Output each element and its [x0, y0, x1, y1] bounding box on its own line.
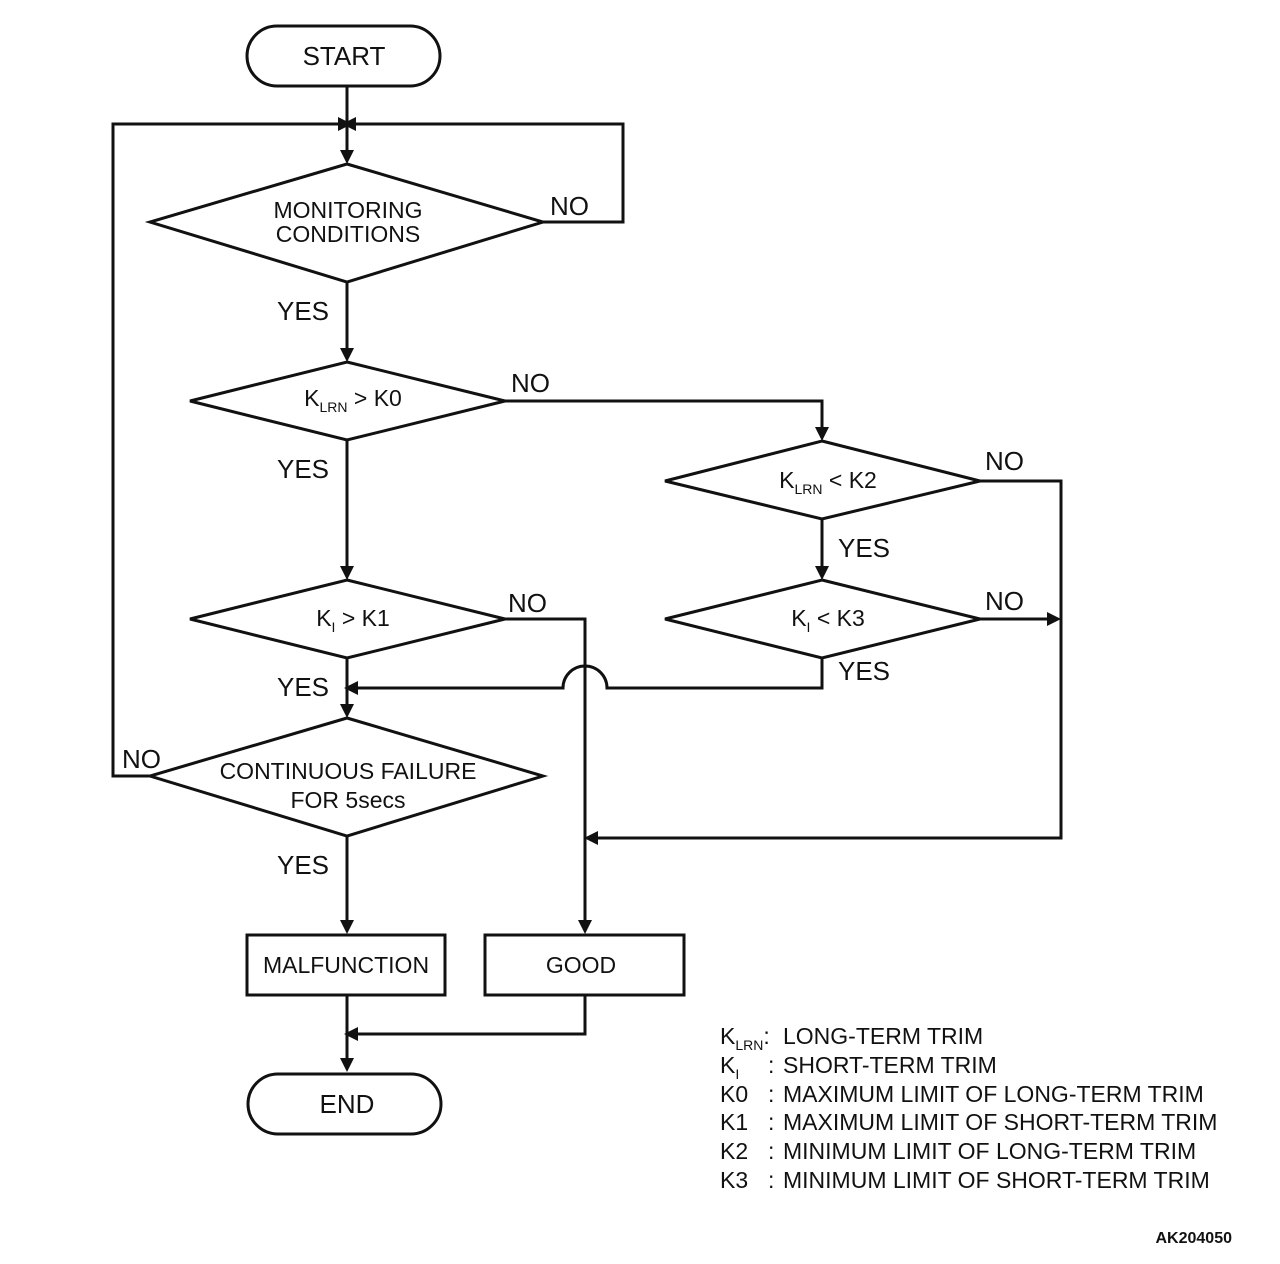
arrow-down-to-continuous: [340, 704, 354, 718]
legend-separator: :: [768, 1167, 774, 1193]
arrow-down-to-ki-k1: [340, 566, 354, 580]
arrowheads: [338, 117, 1061, 1072]
legend-symbol: K0: [720, 1081, 748, 1107]
continuous-line1: CONTINUOUS FAILURE: [220, 758, 477, 784]
arrow-down-to-monitoring: [340, 150, 354, 164]
arrow-down-to-good: [578, 920, 592, 934]
yes-label-monitoring: YES: [277, 296, 329, 326]
no-label-klrn-k0: NO: [511, 368, 550, 398]
legend-symbol: KLRN:: [720, 1023, 770, 1053]
arrow-down-to-malfunction: [340, 920, 354, 934]
legend-description: MAXIMUM LIMIT OF SHORT-TERM TRIM: [783, 1109, 1217, 1135]
yes-label-ki-k1: YES: [277, 672, 329, 702]
no-label-continuous: NO: [122, 744, 161, 774]
yes-label-klrn-k0: YES: [277, 454, 329, 484]
monitoring-line1: MONITORING: [273, 197, 422, 223]
arrow-right-to-rail: [1047, 612, 1061, 626]
legend-separator: :: [768, 1138, 774, 1164]
good-label: GOOD: [546, 952, 616, 978]
decision-ki-lt-k3: KI < K3: [664, 578, 981, 660]
start-terminal: START: [245, 24, 442, 88]
branch-labels: NO YES NO YES NO YES NO NO YES YES NO YE…: [122, 191, 1024, 880]
legend-row: KI : SHORT-TERM TRIM: [720, 1052, 997, 1082]
legend-row: K2 : MINIMUM LIMIT OF LONG-TERM TRIM: [720, 1138, 1196, 1164]
no-label-ki-k3: NO: [985, 586, 1024, 616]
legend: KLRN: LONG-TERM TRIM KI : SHORT-TERM TRI…: [720, 1023, 1217, 1193]
malfunction-box: MALFUNCTION: [245, 933, 447, 997]
end-label: END: [320, 1089, 375, 1119]
start-label: START: [303, 41, 386, 71]
yes-label-klrn-k2: YES: [838, 533, 890, 563]
figure-code: AK204050: [1156, 1230, 1233, 1247]
yes-label-ki-k3: YES: [838, 656, 890, 686]
legend-symbol: K2: [720, 1138, 748, 1164]
arrow-down-to-end: [340, 1058, 354, 1072]
ki-gt-k1-label: KI > K1: [316, 605, 390, 635]
decision-ki-gt-k1: KI > K1: [189, 578, 506, 660]
arrow-left-merge-yes: [344, 681, 358, 695]
malfunction-label: MALFUNCTION: [263, 952, 429, 978]
legend-symbol: KI: [720, 1052, 739, 1082]
decision-klrn-lt-k2: KLRN < K2: [664, 439, 981, 521]
legend-description: MINIMUM LIMIT OF LONG-TERM TRIM: [783, 1138, 1196, 1164]
klrn-gt-k0-label: KLRN > K0: [304, 385, 402, 415]
monitoring-line2: CONDITIONS: [276, 221, 420, 247]
no-label-klrn-k2: NO: [985, 446, 1024, 476]
arrow-down-to-klrn-k0: [340, 348, 354, 362]
legend-separator: :: [768, 1081, 774, 1107]
decision-klrn-gt-k0: KLRN > K0: [189, 360, 506, 442]
legend-description: MAXIMUM LIMIT OF LONG-TERM TRIM: [783, 1081, 1204, 1107]
continuous-line2: FOR 5secs: [290, 787, 405, 813]
legend-description: LONG-TERM TRIM: [783, 1023, 983, 1049]
legend-symbol: K1: [720, 1109, 748, 1135]
arrow-left-to-good-branch: [584, 831, 598, 845]
legend-row: K1 : MAXIMUM LIMIT OF SHORT-TERM TRIM: [720, 1109, 1217, 1135]
legend-row: K3 : MINIMUM LIMIT OF SHORT-TERM TRIM: [720, 1167, 1210, 1193]
legend-separator: :: [768, 1109, 774, 1135]
end-terminal: END: [246, 1072, 443, 1136]
yes-label-continuous: YES: [277, 850, 329, 880]
legend-description: SHORT-TERM TRIM: [783, 1052, 997, 1078]
no-label-ki-k1: NO: [508, 588, 547, 618]
arrow-left-merge-end: [344, 1027, 358, 1041]
connectors: [111, 86, 1063, 1066]
legend-row: KLRN: LONG-TERM TRIM: [720, 1023, 983, 1053]
klrn-lt-k2-label: KLRN < K2: [779, 467, 877, 497]
legend-symbol: K3: [720, 1167, 748, 1193]
decision-monitoring-conditions: MONITORING CONDITIONS: [144, 162, 549, 284]
arrow-down-to-ki-k3: [815, 566, 829, 580]
arrow-down-to-klrn-k2: [815, 427, 829, 441]
legend-description: MINIMUM LIMIT OF SHORT-TERM TRIM: [783, 1167, 1210, 1193]
legend-separator: :: [768, 1052, 774, 1078]
ki-lt-k3-label: KI < K3: [791, 605, 865, 635]
arrow-right-to-loop: [338, 117, 352, 131]
decision-continuous-failure: CONTINUOUS FAILURE FOR 5secs: [144, 716, 549, 838]
no-label-monitoring: NO: [550, 191, 589, 221]
good-box: GOOD: [483, 933, 686, 997]
legend-row: K0 : MAXIMUM LIMIT OF LONG-TERM TRIM: [720, 1081, 1204, 1107]
